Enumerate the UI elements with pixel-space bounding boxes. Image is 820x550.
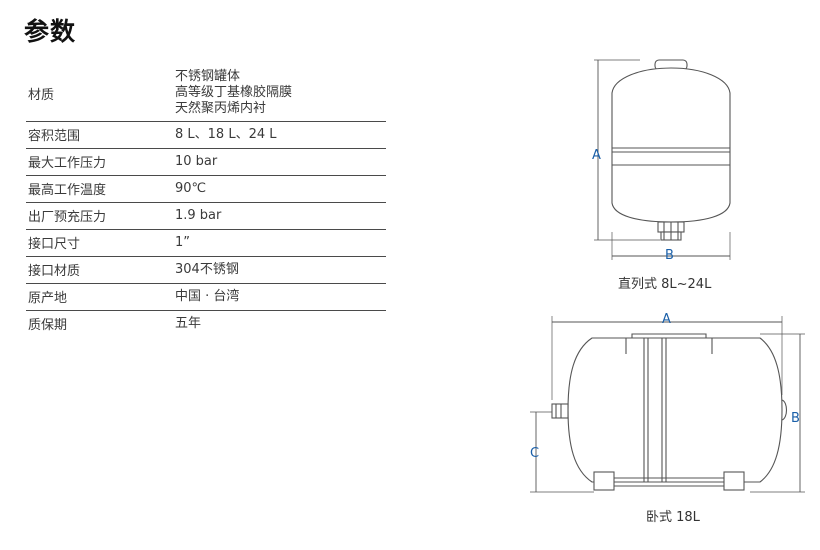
spec-table: 材质 不锈钢罐体 高等级丁基橡胶隔膜 天然聚丙烯内衬 容积范围 8 L、18 L… (26, 66, 386, 337)
spec-row-connection-size: 接口尺寸 1” (26, 229, 386, 257)
spec-value: 1” (175, 229, 386, 257)
spec-label: 最大工作压力 (26, 148, 175, 176)
dimension-label-b: B (665, 248, 674, 263)
spec-row-warranty: 质保期 五年 (26, 310, 386, 337)
spec-value-line: 天然聚丙烯内衬 (175, 101, 267, 117)
spec-label: 材质 (26, 66, 175, 122)
spec-value: 8 L、18 L、24 L (175, 121, 386, 149)
spec-label: 质保期 (28, 318, 68, 334)
spec-value: 10 bar (175, 148, 386, 176)
spec-value: 五年 (175, 315, 202, 331)
spec-value: 1.9 bar (175, 202, 386, 230)
spec-row-max-pressure: 最大工作压力 10 bar (26, 148, 386, 176)
spec-row-max-temperature: 最高工作温度 90℃ (26, 175, 386, 203)
vertical-tank-caption: 直列式 8L~24L (618, 277, 712, 292)
spec-row-precharge: 出厂预充压力 1.9 bar (26, 202, 386, 230)
spec-row-capacity: 容积范围 8 L、18 L、24 L (26, 121, 386, 149)
spec-label: 接口尺寸 (26, 229, 175, 257)
spec-row-material: 材质 不锈钢罐体 高等级丁基橡胶隔膜 天然聚丙烯内衬 (26, 66, 386, 122)
page-title: 参数 (24, 17, 77, 46)
spec-value: 中国 · 台湾 (175, 283, 386, 311)
dimension-label-b: B (791, 411, 800, 426)
vertical-tank-drawing (594, 59, 731, 260)
spec-label: 最高工作温度 (26, 175, 175, 203)
horizontal-tank-drawing (530, 316, 805, 493)
spec-value: 90℃ (175, 175, 386, 203)
spec-label: 出厂预充压力 (26, 202, 175, 230)
spec-value-line: 不锈钢罐体 (175, 69, 241, 85)
horizontal-tank-caption: 卧式 18L (646, 510, 700, 525)
dimension-label-a: A (592, 148, 601, 163)
spec-row-origin: 原产地 中国 · 台湾 (26, 283, 386, 311)
spec-label: 原产地 (26, 283, 175, 311)
dimension-label-a: A (662, 312, 671, 327)
spec-label: 容积范围 (26, 121, 175, 149)
spec-value-line: 高等级丁基橡胶隔膜 (175, 85, 293, 101)
spec-value: 304不锈钢 (175, 256, 386, 284)
spec-label: 接口材质 (26, 256, 175, 284)
spec-value: 不锈钢罐体 高等级丁基橡胶隔膜 天然聚丙烯内衬 (175, 66, 386, 122)
dimension-label-c: C (530, 446, 540, 461)
spec-row-connection-material: 接口材质 304不锈钢 (26, 256, 386, 284)
